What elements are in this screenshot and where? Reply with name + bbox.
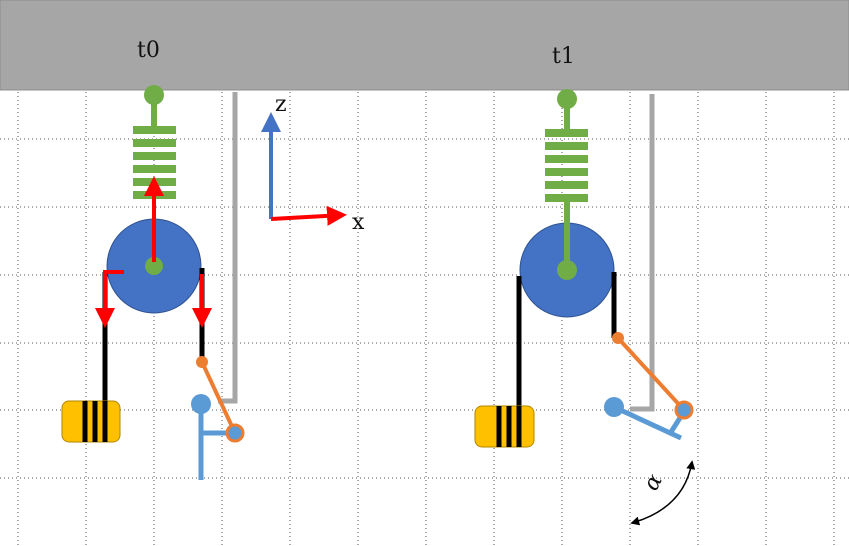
axis-z-label: z [275,92,287,117]
time-label-t0: t0 [137,38,160,63]
weight-t0 [61,400,121,443]
guide-rod-t0 [218,92,238,404]
force-arrow-left-t0 [95,270,124,328]
weight-t1 [474,405,535,448]
link-t0 [200,361,237,434]
link-joint-top-t1 [612,332,624,344]
link-joint-top-t0 [196,356,208,368]
axis-x-arrow [270,205,347,226]
guide-rod-t1 [630,94,655,412]
time-label-t1: t1 [552,44,575,69]
link-t1 [616,336,686,412]
ceiling [0,0,849,91]
coordinate-axes [261,112,347,226]
scene-t0 [61,85,245,480]
lever-t0 [198,404,235,480]
rotation-angle-arc [630,460,696,526]
pulley-axle-t1 [557,260,577,280]
lever-joint-t1 [674,400,694,420]
lever-joint-t0 [225,423,245,443]
lever-pivot-t0 [191,394,211,414]
axis-x-label: x [352,210,365,235]
lever-pivot-t1 [604,397,624,417]
pulley-axle-t0 [145,257,163,275]
lever-t1 [612,404,688,441]
scene-t1 [474,89,696,526]
